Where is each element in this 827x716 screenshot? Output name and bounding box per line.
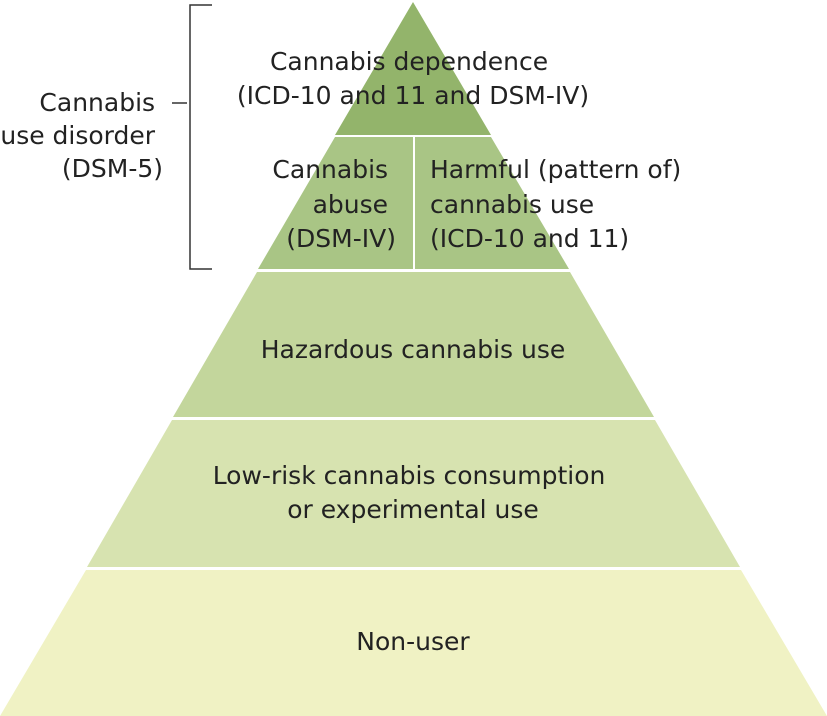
label-line: Low-risk cannabis consumption	[213, 461, 606, 490]
tier-hazardous-cannabis-use	[173, 272, 654, 417]
label-line: abuse	[313, 190, 388, 219]
label-line: (ICD-10 and 11 and DSM-IV)	[237, 81, 589, 110]
tier-harmful-cannabis-use	[415, 137, 569, 269]
dsm5-bracket	[189, 4, 212, 270]
side-label-line: (DSM-5)	[62, 154, 163, 183]
tier-cannabis-abuse	[258, 137, 413, 269]
label-line: (DSM-IV)	[286, 224, 396, 253]
label-line: Hazardous cannabis use	[261, 335, 566, 364]
label-cannabis-abuse: Cannabis abuse (DSM-IV)	[272, 155, 396, 253]
side-label-line: Cannabis	[39, 88, 155, 117]
label-harmful-cannabis-use: Harmful (pattern of) cannabis use (ICD-1…	[430, 155, 689, 253]
label-hazardous-cannabis-use: Hazardous cannabis use	[261, 335, 566, 364]
label-line: (ICD-10 and 11)	[430, 224, 629, 253]
label-cannabis-dependence: Cannabis dependence (ICD-10 and 11 and D…	[237, 47, 589, 110]
tier-cannabis-dependence	[335, 2, 491, 135]
tier-non-user	[0, 570, 827, 716]
label-line: Non-user	[356, 627, 470, 656]
tier-low-risk-consumption	[87, 420, 740, 567]
label-line: cannabis use	[430, 190, 594, 219]
side-label-cannabis-use-disorder: Cannabis use disorder (DSM-5)	[0, 88, 163, 183]
label-non-user: Non-user	[356, 627, 470, 656]
label-line: Cannabis	[272, 155, 388, 184]
side-label-line: use disorder	[0, 121, 155, 150]
label-low-risk-consumption: Low-risk cannabis consumption or experim…	[213, 461, 614, 524]
label-line: Harmful (pattern of)	[430, 155, 681, 184]
label-line: Cannabis dependence	[270, 47, 548, 76]
label-line: or experimental use	[287, 495, 539, 524]
